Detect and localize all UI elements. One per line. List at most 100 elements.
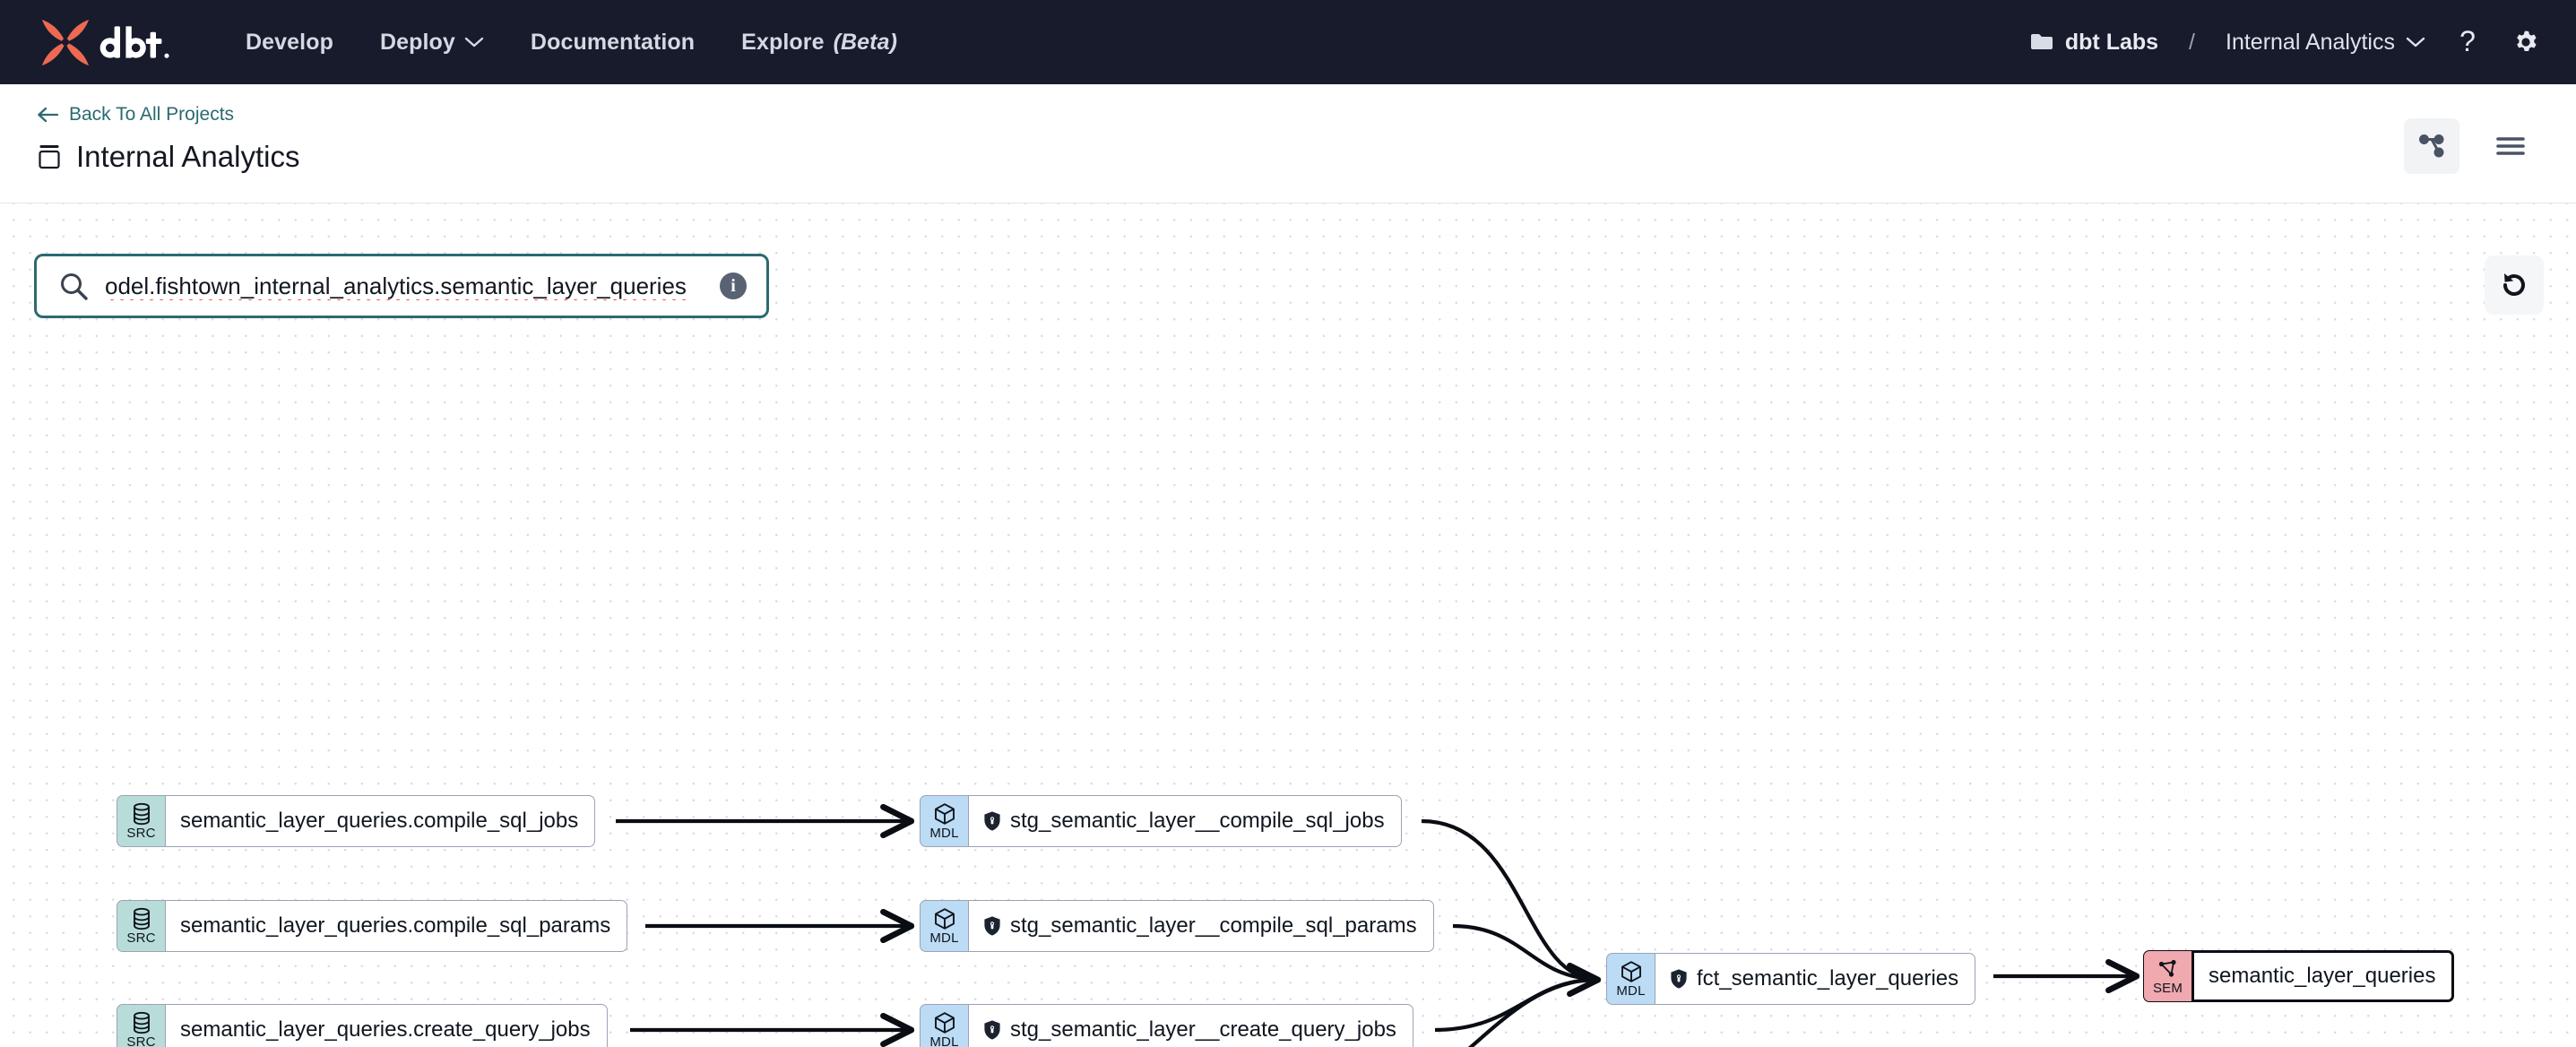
lineage-graph-icon xyxy=(2419,134,2444,158)
lineage-node-mdl-stg-create-query-jobs[interactable]: MDL stg_semantic_layer__create_query_job… xyxy=(920,1004,1435,1047)
semantic-graph-icon xyxy=(2157,957,2180,981)
node-type-badge-mdl: MDL xyxy=(1606,953,1655,1005)
nav-item-documentation-label: Documentation xyxy=(530,29,696,55)
primary-nav-links: Develop Deploy Documentation Explore (Be… xyxy=(246,30,897,56)
nav-item-deploy-label: Deploy xyxy=(379,29,455,55)
dbt-logo-mark xyxy=(41,19,90,66)
breadcrumb-project[interactable]: Internal Analytics xyxy=(2226,30,2425,56)
cube-icon xyxy=(933,1011,956,1034)
node-type-label: SRC xyxy=(126,930,156,946)
node-type-badge-mdl: MDL xyxy=(920,900,968,952)
nav-item-develop-label: Develop xyxy=(246,29,333,55)
folder-icon xyxy=(2030,34,2053,49)
edge-mdl3-fct xyxy=(1434,977,1597,1033)
node-type-label: MDL xyxy=(929,826,959,841)
nav-item-documentation[interactable]: Documentation xyxy=(531,30,695,56)
chevron-down-icon xyxy=(2406,37,2425,48)
database-cylinder-icon xyxy=(131,1011,152,1034)
edge-mdl4-fct xyxy=(1467,980,1596,1047)
project-subheader: Back To All Projects Internal Analytics xyxy=(0,84,2576,203)
node-type-badge-src: SRC xyxy=(117,900,165,952)
nav-right-cluster: dbt Labs / Internal Analytics ? xyxy=(2029,25,2542,59)
page-title-label: Internal Analytics xyxy=(76,140,300,173)
nav-item-deploy[interactable]: Deploy xyxy=(380,30,484,56)
node-label-container: semantic_layer_queries.create_query_jobs xyxy=(165,1004,608,1047)
lineage-node-mdl-fct-semantic-layer-queries[interactable]: MDL fct_semantic_layer_queries xyxy=(1606,953,1993,1005)
cube-icon xyxy=(1620,960,1643,983)
node-label: semantic_layer_queries.compile_sql_jobs xyxy=(180,809,579,833)
node-label: semantic_layer_queries.create_query_jobs xyxy=(180,1017,591,1042)
node-label: fct_semantic_layer_queries xyxy=(1697,966,1959,991)
lineage-node-src-compile-sql-jobs[interactable]: SRC semantic_layer_queries.compile_sql_j… xyxy=(117,795,616,847)
arrow-left-icon xyxy=(38,107,59,123)
node-type-label: MDL xyxy=(929,1034,959,1047)
lineage-node-src-create-query-jobs[interactable]: SRC semantic_layer_queries.create_query_… xyxy=(117,1004,630,1047)
node-type-badge-mdl: MDL xyxy=(920,1004,968,1047)
lineage-node-mdl-stg-compile-sql-params[interactable]: MDL stg_semantic_layer__compile_sql_para… xyxy=(920,900,1453,952)
node-label: stg_semantic_layer__compile_sql_params xyxy=(1010,913,1417,938)
svg-text:?: ? xyxy=(2459,25,2476,57)
project-box-icon xyxy=(39,145,60,169)
lineage-node-src-compile-sql-params[interactable]: SRC semantic_layer_queries.compile_sql_p… xyxy=(117,900,645,952)
breadcrumb-project-label: Internal Analytics xyxy=(2226,29,2395,55)
info-icon[interactable]: i xyxy=(720,273,747,299)
shield-badge-icon xyxy=(983,915,1001,937)
search-icon xyxy=(58,271,89,301)
help-button[interactable]: ? xyxy=(2452,25,2483,59)
shield-badge-icon xyxy=(983,1019,1001,1041)
node-type-label: MDL xyxy=(1616,983,1646,999)
gear-icon xyxy=(2517,30,2537,52)
nav-item-explore-label: Explore xyxy=(741,29,825,55)
lineage-view-button[interactable] xyxy=(2404,118,2459,174)
lineage-canvas[interactable]: odel.fishtown_internal_analytics.semanti… xyxy=(0,203,2576,1047)
node-type-label: SEM xyxy=(2152,981,2183,996)
lineage-edges xyxy=(616,203,2576,1047)
view-mode-toggle-group xyxy=(2404,118,2538,174)
nav-item-develop[interactable]: Develop xyxy=(246,30,333,56)
question-mark-icon: ? xyxy=(2459,25,2476,57)
database-cylinder-icon xyxy=(131,802,152,826)
lineage-node-mdl-stg-compile-sql-jobs[interactable]: MDL stg_semantic_layer__compile_sql_jobs xyxy=(920,795,1422,847)
search-input[interactable]: odel.fishtown_internal_analytics.semanti… xyxy=(105,272,687,299)
lineage-node-sem-semantic-layer-queries[interactable]: SEM semantic_layer_queries xyxy=(2143,950,2470,1002)
list-view-button[interactable] xyxy=(2483,118,2538,174)
node-type-label: SRC xyxy=(126,1034,156,1047)
shield-badge-icon xyxy=(1670,968,1688,990)
node-label-container: semantic_layer_queries.compile_sql_param… xyxy=(165,900,628,952)
node-label: semantic_layer_queries xyxy=(2209,964,2436,988)
node-type-badge-src: SRC xyxy=(117,795,165,847)
node-type-label: SRC xyxy=(126,826,156,841)
cube-icon xyxy=(933,802,956,826)
hamburger-list-icon xyxy=(2496,137,2525,155)
node-label: stg_semantic_layer__compile_sql_jobs xyxy=(1010,809,1385,833)
node-label-container: stg_semantic_layer__create_query_jobs xyxy=(968,1004,1413,1047)
node-label-container: stg_semantic_layer__compile_sql_params xyxy=(968,900,1434,952)
edge-mdl2-fct xyxy=(1452,923,1597,982)
nav-item-explore-beta-tag: (Beta) xyxy=(833,29,898,55)
breadcrumb-organization-label: dbt Labs xyxy=(2064,29,2159,55)
database-cylinder-icon xyxy=(131,907,152,930)
cube-icon xyxy=(933,907,956,930)
back-to-all-projects-link[interactable]: Back To All Projects xyxy=(36,104,234,125)
node-search-box[interactable]: odel.fishtown_internal_analytics.semanti… xyxy=(34,254,769,318)
node-type-badge-src: SRC xyxy=(117,1004,165,1047)
node-type-label: MDL xyxy=(929,930,959,946)
node-label-container: fct_semantic_layer_queries xyxy=(1655,953,1976,1005)
top-navigation-bar: Develop Deploy Documentation Explore (Be… xyxy=(0,0,2576,84)
node-label: stg_semantic_layer__create_query_jobs xyxy=(1010,1017,1396,1042)
reset-rotate-ccw-icon xyxy=(2503,273,2525,296)
settings-button[interactable] xyxy=(2510,26,2542,58)
node-type-badge-sem: SEM xyxy=(2143,950,2191,1002)
page-title: Internal Analytics xyxy=(36,140,2542,174)
dbt-logo-wordmark xyxy=(99,26,169,58)
breadcrumb-organization[interactable]: dbt Labs xyxy=(2029,30,2158,56)
dbt-logo[interactable] xyxy=(38,15,185,69)
back-to-all-projects-label: Back To All Projects xyxy=(69,104,235,125)
node-label-container: semantic_layer_queries xyxy=(2191,950,2455,1002)
shield-badge-icon xyxy=(983,810,1001,832)
node-type-badge-mdl: MDL xyxy=(920,795,968,847)
node-label-container: stg_semantic_layer__compile_sql_jobs xyxy=(968,795,1402,847)
nav-item-explore[interactable]: Explore (Beta) xyxy=(741,30,897,56)
node-label-container: semantic_layer_queries.compile_sql_jobs xyxy=(165,795,596,847)
reset-view-button[interactable] xyxy=(2485,255,2544,315)
